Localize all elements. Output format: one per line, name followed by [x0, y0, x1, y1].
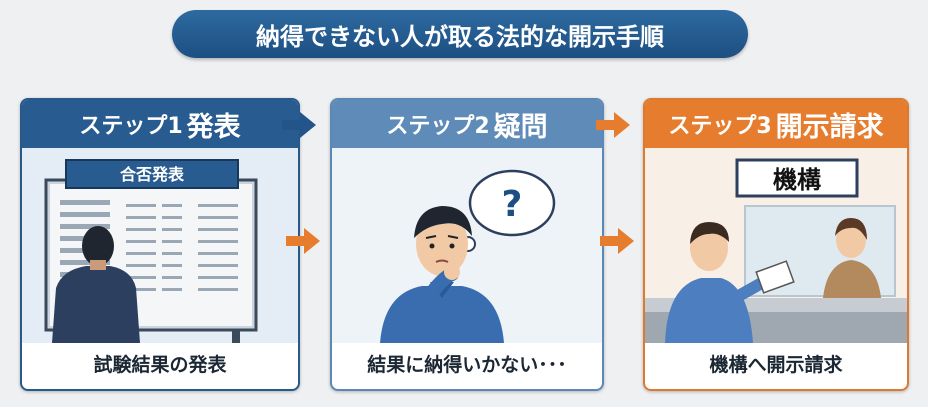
step1-label: ステップ1	[79, 114, 183, 139]
reception-counter-illustration: 機構	[645, 148, 907, 343]
thought-bubble	[468, 169, 556, 237]
step1-heading: 発表	[186, 111, 241, 143]
arrow-right-icon	[282, 112, 316, 138]
results-board-illustration: 合否発表	[22, 148, 298, 343]
step2-heading: 疑問	[493, 111, 548, 143]
step3-heading: 開示請求	[775, 111, 884, 143]
confused-man-illustration: ?	[332, 148, 602, 343]
office-sign: 機構	[773, 166, 821, 194]
board-title: 合否発表	[120, 165, 185, 184]
arrow-right-icon	[286, 228, 320, 254]
step2-label: ステップ2	[386, 114, 490, 139]
step3-caption: 機構へ開示請求	[709, 354, 843, 376]
step1-caption: 試験結果の発表	[93, 354, 227, 376]
document-icon	[755, 260, 795, 294]
arrow-right-icon	[596, 112, 630, 138]
step3-label: ステップ3	[668, 114, 772, 139]
diagram-title: 納得できない人が取る法的な開示手順	[172, 10, 748, 58]
step2-caption: 結果に納得いかない･･･	[367, 354, 567, 376]
question-mark-icon: ?	[502, 184, 523, 225]
arrow-right-icon	[600, 228, 634, 254]
